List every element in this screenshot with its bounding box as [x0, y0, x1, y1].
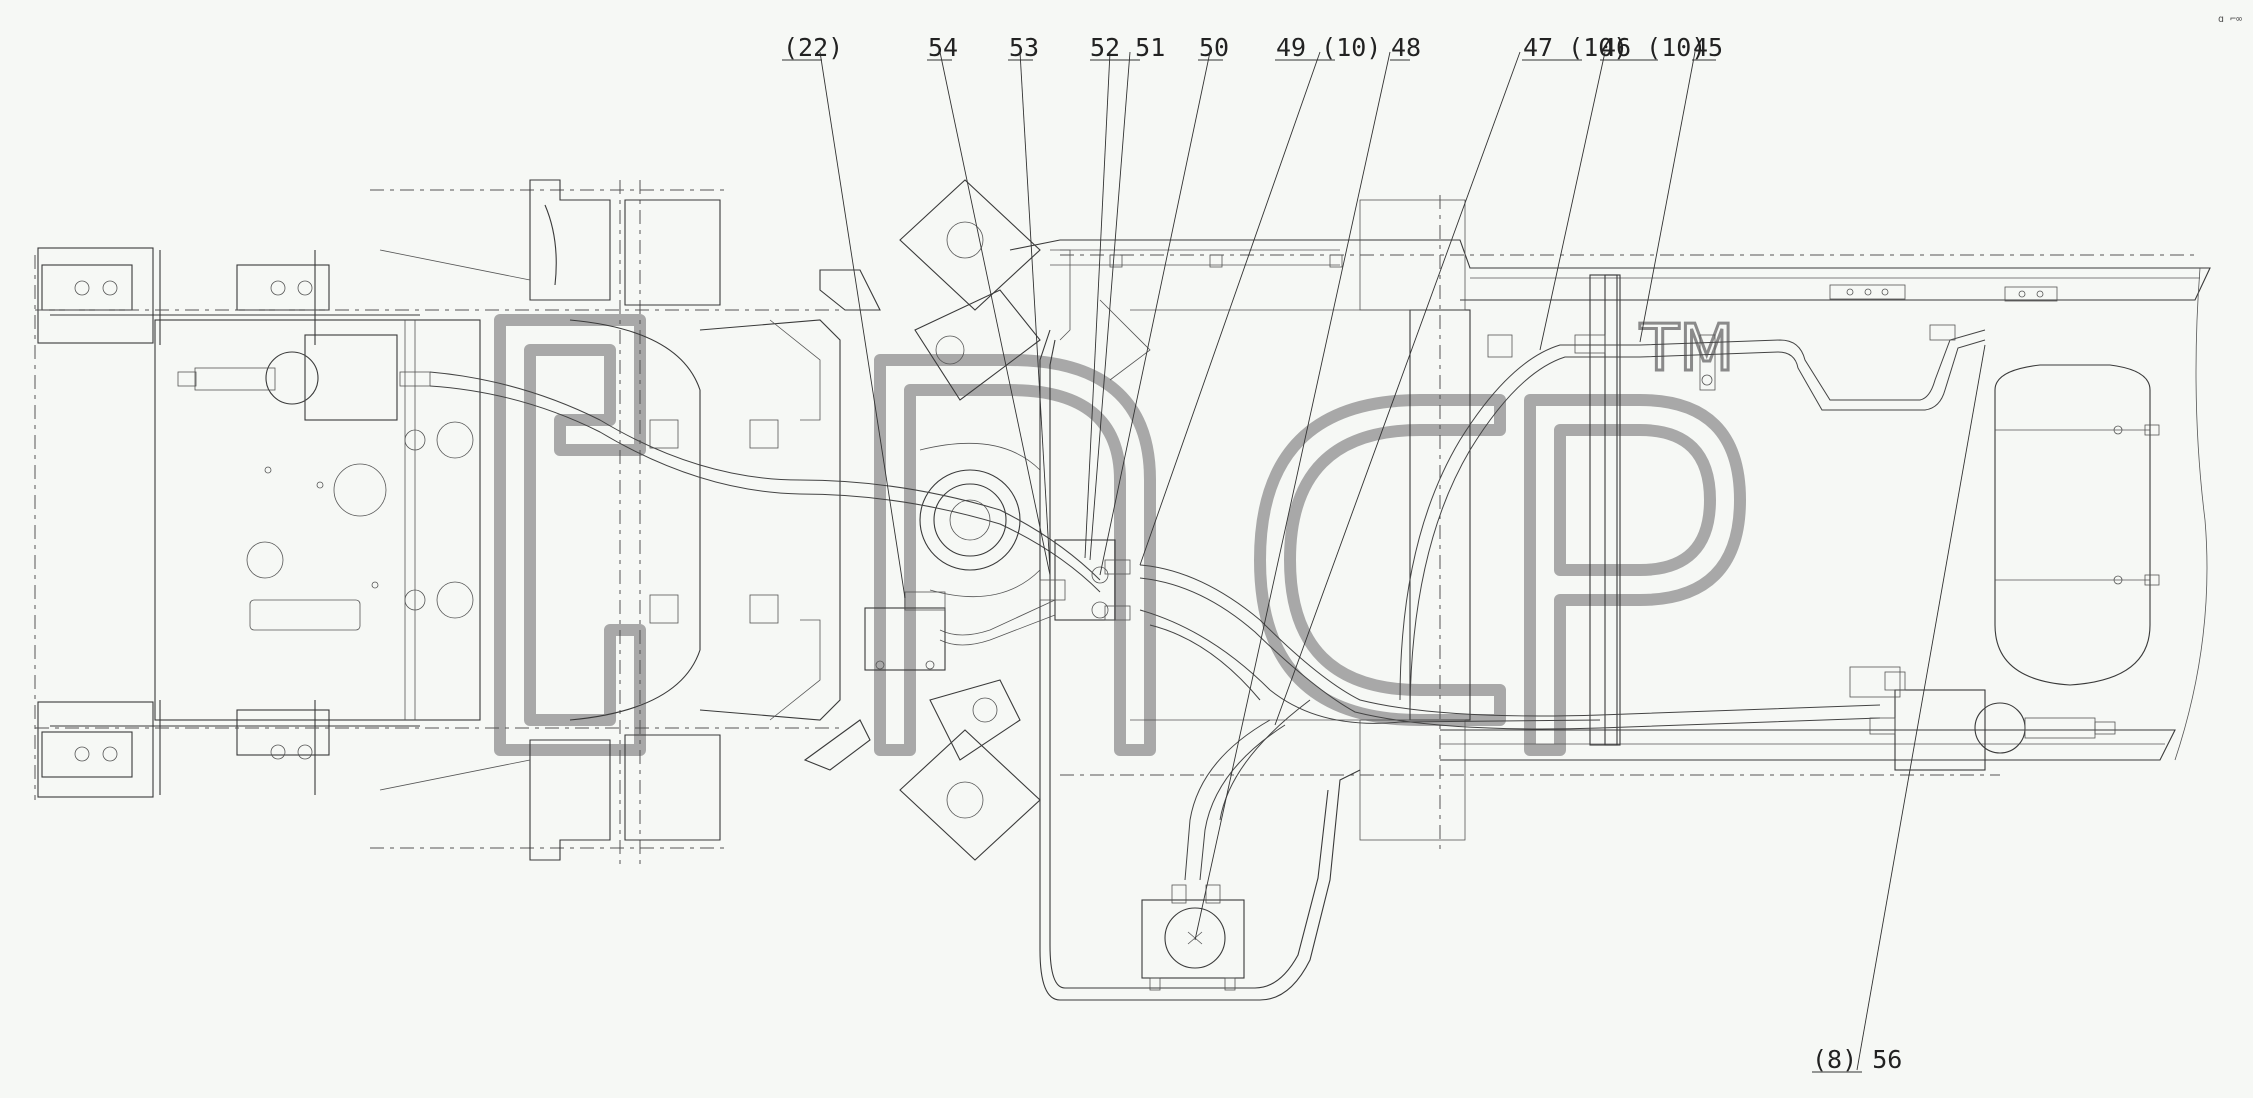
corner-mark: ɑ ⌐∞ — [2218, 14, 2242, 25]
callout-labels: (22) 54 53 52 51 50 49 (10) 48 47 (10) 4… — [783, 14, 2242, 1074]
callout-49-10: 49 (10) — [1276, 33, 1381, 62]
callout-47-10: 47 (10) — [1523, 33, 1628, 62]
rail-fittings — [1487, 284, 2058, 391]
callout-53: 53 — [1009, 33, 1039, 62]
callout-48: 48 — [1391, 33, 1421, 62]
watermark-tm: TM — [1639, 312, 1734, 386]
chassis-frame — [34, 180, 2211, 870]
hinge-brackets — [246, 179, 1041, 861]
right-cylinder — [1849, 666, 2116, 771]
leader-lines — [782, 51, 1986, 1073]
callout-22: (22) — [783, 33, 843, 62]
bottom-pump — [1141, 884, 1245, 991]
callout-8-56: (8) 56 — [1812, 1045, 1902, 1074]
callout-45: 45 — [1693, 33, 1723, 62]
callout-52-51: 52 51 — [1090, 33, 1165, 62]
air-tank — [1994, 364, 2160, 686]
left-actuator — [177, 334, 431, 421]
callout-50: 50 — [1199, 33, 1229, 62]
callout-46-10: 46 (10) — [1601, 33, 1706, 62]
watermark: TM — [494, 311, 1746, 756]
callout-54: 54 — [928, 33, 958, 62]
central-valve-block — [864, 539, 1131, 671]
hose-routing — [429, 249, 1986, 1001]
